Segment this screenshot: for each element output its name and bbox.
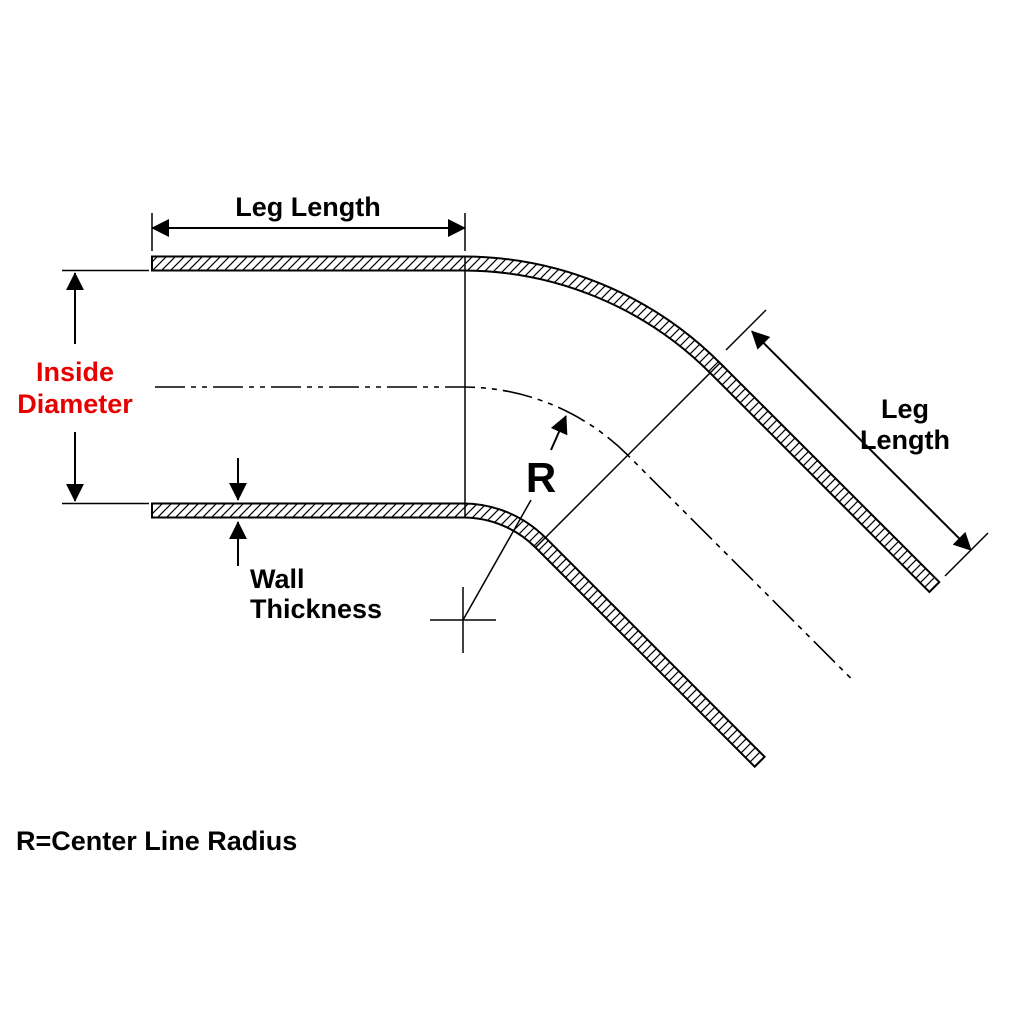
radius-leader-line xyxy=(462,499,532,621)
radius-arrow xyxy=(550,415,568,451)
tube-top-wall xyxy=(151,255,941,594)
wall-thickness-label-line1: Wall xyxy=(250,564,305,594)
dim-inside-diameter: Inside Diameter xyxy=(17,269,149,505)
extension-line xyxy=(944,532,989,577)
tube-bottom-wall xyxy=(151,502,767,769)
inside-diameter-label-line1: Inside xyxy=(36,357,114,387)
radius-annotation: R xyxy=(430,415,568,653)
dimension-line xyxy=(751,330,972,552)
radius-symbol-label: R xyxy=(526,454,556,501)
extension-line xyxy=(725,309,767,351)
dim-leg-length-top: Leg Length xyxy=(151,192,466,251)
leg-length-top-label: Leg Length xyxy=(235,192,380,222)
footnote-radius-definition: R=Center Line Radius xyxy=(16,826,297,856)
tube-centerline xyxy=(155,386,854,681)
bend-tangent-line-right xyxy=(534,362,721,549)
leg-length-right-label-line2: Length xyxy=(860,425,950,455)
tube-body xyxy=(151,255,941,769)
dim-leg-length-right: Leg Length xyxy=(725,309,989,577)
leg-length-right-label-line1: Leg xyxy=(881,394,929,424)
inside-diameter-label-line2: Diameter xyxy=(17,389,133,419)
dim-wall-thickness: Wall Thickness xyxy=(229,458,382,624)
wall-thickness-label-line2: Thickness xyxy=(250,594,382,624)
